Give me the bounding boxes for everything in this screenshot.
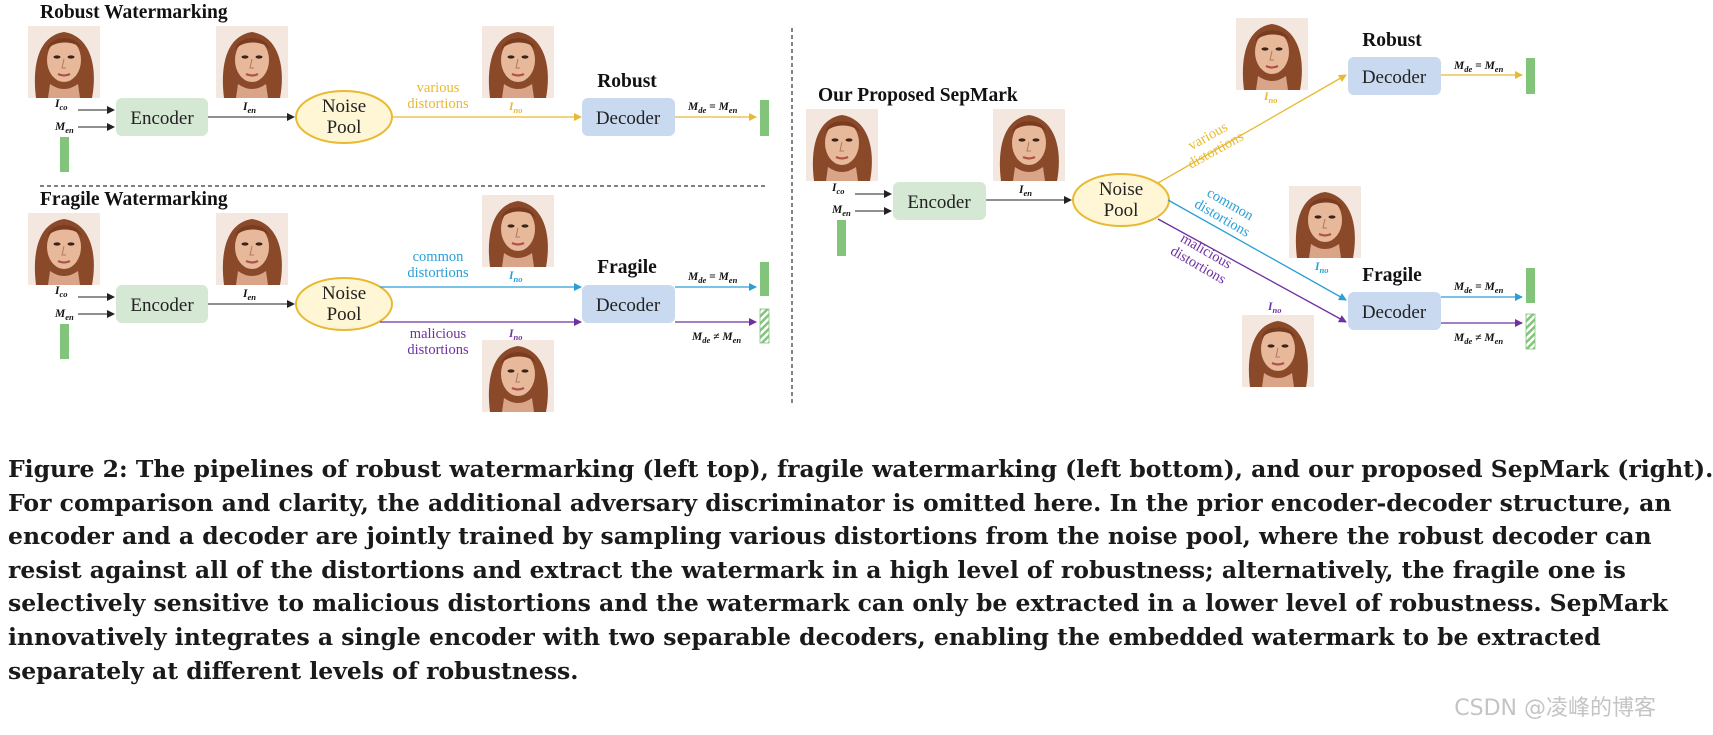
- encoded-image-thumbnail: [991, 107, 1067, 183]
- fragile-decoder-box: [582, 285, 675, 323]
- encoder-label: Encoder: [130, 108, 194, 129]
- robust-watermarking-title: Robust Watermarking: [40, 2, 228, 23]
- various-noised-image-thumbnail: [1234, 16, 1310, 92]
- extracted-watermark-bar: [1526, 58, 1535, 94]
- label-i-no: Ino: [508, 270, 522, 284]
- various-distortions-label-1: various: [417, 80, 460, 96]
- label-i-en: Ien: [242, 288, 256, 302]
- caption-line: resist against all of the distortions an…: [8, 555, 1626, 584]
- fragile-decoder-box: [1348, 292, 1441, 330]
- destroyed-watermark-bar: [1525, 313, 1536, 350]
- cover-image-thumbnail: [26, 24, 102, 100]
- label-m-en: Men: [54, 121, 74, 135]
- watermark-bar: [837, 220, 846, 256]
- label-i-no: Ino: [1314, 261, 1328, 275]
- sepmark-title: Our Proposed SepMark: [818, 85, 1018, 106]
- caption-line: For comparison and clarity, the addition…: [8, 488, 1672, 517]
- malicious-distortions-label-1: malicious: [410, 326, 467, 342]
- noise-pool-label-1: Noise: [1099, 179, 1143, 200]
- robust-decoder-box: [1348, 57, 1441, 95]
- extracted-watermark-bar: [760, 100, 769, 136]
- fragile-watermarking-title: Fragile Watermarking: [40, 189, 228, 210]
- label-i-co: Ico: [54, 285, 68, 299]
- encoder-box: [893, 182, 986, 220]
- common-distortions-label-1: common: [413, 249, 464, 265]
- encoder-label: Encoder: [907, 192, 971, 213]
- encoded-image-thumbnail: [214, 24, 290, 100]
- noised-image-thumbnail: [480, 24, 556, 100]
- encoder-box: [116, 98, 208, 136]
- noise-pool-label-1: Noise: [322, 283, 366, 304]
- label-i-en: Ien: [1018, 184, 1032, 198]
- label-i-no: Ino: [1263, 91, 1277, 105]
- decoder-label: Decoder: [1362, 302, 1427, 323]
- caption-line: selectively sensitive to malicious disto…: [8, 589, 1668, 618]
- common-noised-image-thumbnail: [480, 193, 556, 269]
- cover-image-thumbnail: [26, 211, 102, 287]
- fragile-decoder-title: Fragile: [597, 257, 657, 278]
- encoder-box: [116, 285, 208, 323]
- watermark-bar: [60, 324, 69, 359]
- destroyed-watermark-bar: [759, 308, 770, 344]
- various-distortions-label-2: distortions: [407, 96, 469, 112]
- label-i-no: Ino: [1267, 301, 1281, 315]
- label-i-no: Ino: [508, 328, 522, 342]
- output-equal-label: Mde = Men: [687, 271, 738, 285]
- common-noised-image-thumbnail: [1287, 184, 1363, 260]
- figure-diagram: Robust Watermarking Ico Men Encoder Ien …: [26, 2, 1536, 414]
- noise-pool-label-2: Pool: [327, 117, 362, 138]
- robust-decoder-box: [582, 98, 675, 136]
- malicious-noised-image-thumbnail: [480, 338, 556, 414]
- label-m-en: Men: [831, 204, 851, 218]
- output-equal-label: Mde = Men: [1453, 60, 1504, 74]
- label-m-en: Men: [54, 308, 74, 322]
- robust-decoder-title: Robust: [1362, 30, 1422, 51]
- caption-line: separately at different levels of robust…: [8, 656, 579, 685]
- label-i-co: Ico: [831, 182, 845, 196]
- noise-pool-label-1: Noise: [322, 96, 366, 117]
- malicious-noised-image-thumbnail: [1240, 313, 1316, 389]
- output-not-equal-label: Mde ≠ Men: [691, 331, 741, 345]
- robust-decoder-title: Robust: [597, 71, 657, 92]
- extracted-watermark-bar: [760, 262, 769, 296]
- output-equal-label: Mde = Men: [1453, 281, 1504, 295]
- noise-pool-label-2: Pool: [327, 304, 362, 325]
- extracted-watermark-bar: [1526, 268, 1535, 303]
- figure-caption: Figure 2: The pipelines of robust waterm…: [8, 453, 1713, 688]
- decoder-label: Decoder: [596, 108, 661, 129]
- caption-line: innovatively integrates a single encoder…: [8, 622, 1601, 651]
- label-i-co: Ico: [54, 98, 68, 112]
- label-i-en: Ien: [242, 101, 256, 115]
- fragile-decoder-title: Fragile: [1362, 265, 1422, 286]
- noise-pool-label-2: Pool: [1104, 200, 1139, 221]
- watermark-bar: [60, 137, 69, 172]
- cover-image-thumbnail: [804, 107, 880, 183]
- output-equal-label: Mde = Men: [687, 101, 738, 115]
- common-distortions-label-2: distortions: [407, 265, 469, 281]
- malicious-distortions-label-2: distortions: [407, 342, 469, 358]
- noise-pool: [295, 277, 393, 331]
- encoder-label: Encoder: [130, 295, 194, 316]
- caption-line: encoder and a decoder are jointly traine…: [8, 522, 1652, 551]
- decoder-label: Decoder: [596, 295, 661, 316]
- caption-line: Figure 2: The pipelines of robust waterm…: [8, 455, 1713, 483]
- decoder-label: Decoder: [1362, 67, 1427, 88]
- output-not-equal-label: Mde ≠ Men: [1453, 332, 1503, 346]
- encoded-image-thumbnail: [214, 211, 290, 287]
- label-i-no: Ino: [508, 101, 522, 115]
- source-watermark: CSDN @凌峰的博客: [1454, 696, 1656, 721]
